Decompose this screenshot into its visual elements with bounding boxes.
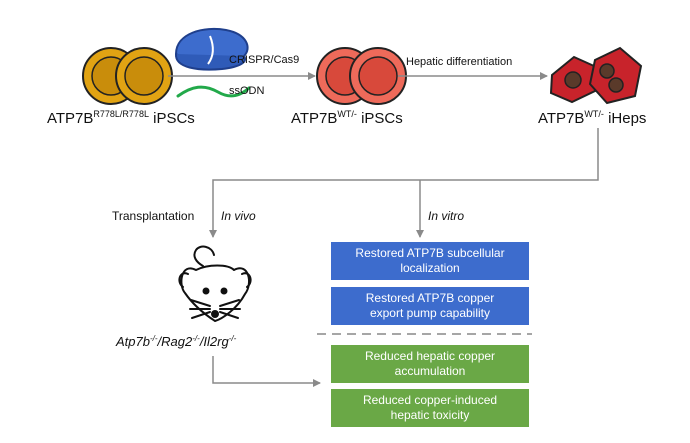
hepatic-differentiation-label: Hepatic differentiation: [406, 56, 513, 68]
in-vivo-outcome-arrow: [212, 356, 321, 387]
ssodn-strand-icon: [176, 85, 251, 98]
cas9-protein-icon: [174, 27, 249, 71]
hepatocyte-icon: [549, 46, 643, 105]
mouse-icon: [178, 245, 252, 322]
hepatocyte-label: ATP7BWT/- iHeps: [538, 109, 647, 127]
mutant-ipsc-label: ATP7BR778L/R778L iPSCs: [47, 109, 195, 127]
in-vivo-label: In vivo: [221, 209, 256, 223]
in-vitro-label: In vitro: [428, 209, 465, 223]
corrected-ipsc-label: ATP7BWT/- iPSCs: [291, 109, 403, 127]
ssodn-label: ssODN: [229, 85, 265, 97]
crispr-label: CRISPR/Cas9: [229, 54, 300, 66]
mutant-ipsc-icon: [82, 47, 173, 105]
corrected-ipsc-icon: [316, 47, 407, 105]
transplantation-label: Transplantation: [112, 209, 195, 223]
mouse-genotype-label: Atp7b-/-/Rag2-/-/Il2rg-/-: [116, 334, 237, 349]
branch-connector-in-vivo: [209, 128, 599, 238]
